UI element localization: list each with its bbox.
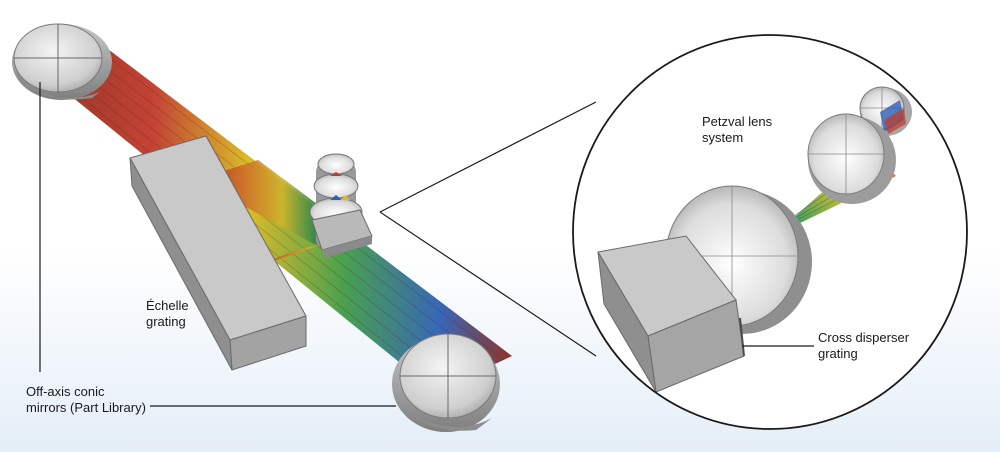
cross-disperser-grating-plate <box>597 235 745 393</box>
petzval-lens-stack-small <box>309 153 373 258</box>
zoom-detail-circle <box>572 34 968 430</box>
leader-lines <box>39 82 396 407</box>
conic-mirror-bottom <box>392 333 500 432</box>
label-cross-disperser-grating: Cross disperser grating <box>818 330 910 361</box>
petzval-lens-middle <box>807 113 896 204</box>
petzval-lens-back <box>859 86 912 136</box>
conic-mirror-top <box>12 23 112 100</box>
label-petzval-lens-system: Petzval lens system <box>702 114 773 145</box>
label-off-axis-conic-mirrors: Off-axis conic mirrors (Part Library) <box>26 384 146 415</box>
zoom-connector-lines <box>379 101 597 357</box>
echelle-grating-slab <box>129 135 307 371</box>
label-echelle-grating: Échelle grating <box>146 298 189 329</box>
